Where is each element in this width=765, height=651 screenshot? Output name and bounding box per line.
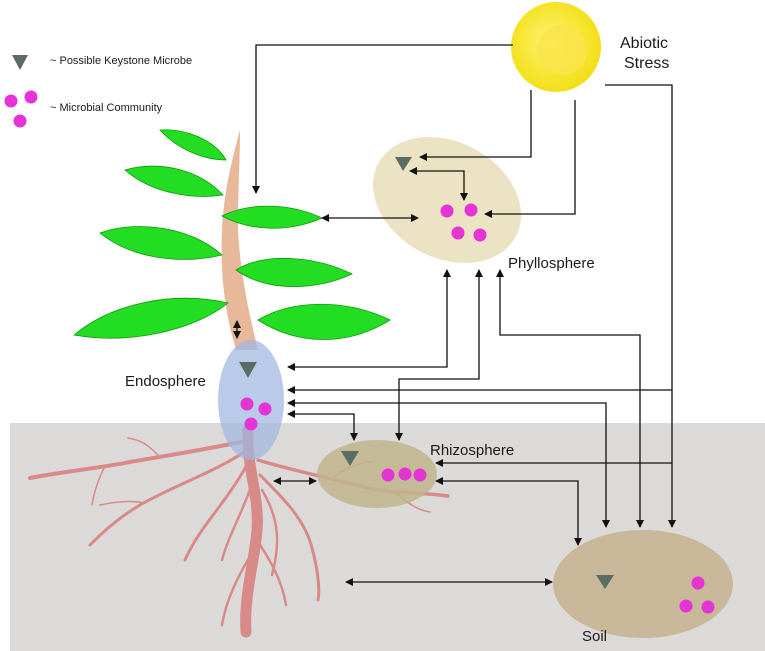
- arrow-phyllo-internal: [409, 167, 468, 201]
- legend-community-label: ~ Microbial Community: [50, 102, 163, 114]
- legend-keystone-label: ~ Possible Keystone Microbe: [50, 55, 192, 67]
- plant-roots: [28, 424, 450, 638]
- phyllosphere-label: Phyllosphere: [508, 255, 595, 272]
- arrow-rhizo-soil: [435, 477, 582, 546]
- keystone-microbe-soil: [596, 575, 614, 589]
- microbial-community-rhizosphere: [381, 467, 427, 482]
- arrow-endosphere-rhizo-upper: [287, 410, 358, 441]
- interaction-arrows: [233, 44, 676, 586]
- soil-label: Soil: [582, 628, 607, 645]
- microbial-community-phyllosphere: [440, 203, 487, 242]
- sun-icon: [511, 2, 601, 92]
- legend: ~ Possible Keystone Microbe ~ Microbial …: [4, 55, 192, 128]
- leaf-7: [257, 303, 391, 340]
- microbial-community-endosphere: [240, 397, 272, 431]
- leaf-6: [73, 297, 229, 339]
- arrow-sun-to-soil: [605, 84, 676, 528]
- arrow-endosphere-soil: [287, 399, 610, 528]
- legend-community-icon: [4, 90, 38, 128]
- arrow-sun-to-plant: [252, 44, 513, 194]
- plant-stem: [221, 130, 258, 350]
- keystone-microbe-endosphere: [239, 362, 257, 378]
- rhizosphere-label: Rhizosphere: [430, 442, 514, 459]
- arrow-phyllo-rhizosphere: [395, 269, 483, 441]
- legend-keystone-icon: [12, 55, 28, 70]
- arrow-sun-to-phyllo-keystone: [419, 90, 532, 161]
- arrow-phyllo-soil: [496, 269, 644, 528]
- abiotic-stress-label-line1: Abiotic: [620, 35, 668, 52]
- leaf-2: [124, 165, 224, 197]
- soil-zone: [553, 530, 733, 638]
- endosphere-label: Endosphere: [125, 373, 206, 390]
- keystone-microbe-phyllosphere: [395, 157, 412, 171]
- leaf-5: [235, 257, 353, 288]
- leaf-1: [159, 129, 227, 161]
- arrow-sun-to-phyllo-community: [484, 100, 576, 218]
- leaf-4: [99, 226, 223, 260]
- microbial-community-soil: [679, 576, 715, 614]
- abiotic-stress-label-line2: Stress: [624, 55, 669, 72]
